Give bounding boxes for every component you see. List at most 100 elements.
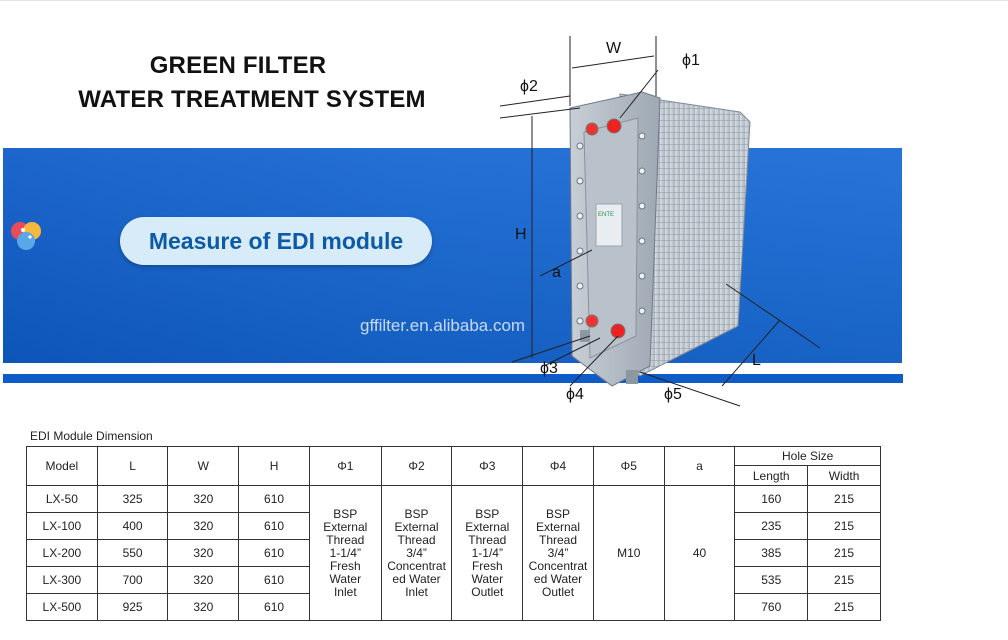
watermark: gffilter.en.alibaba.com [360,316,526,335]
top-border [0,0,1008,1]
label-phi1: ϕ1 [682,52,700,69]
company-logo-icon [11,222,41,250]
table-row: LX-100 400 320 610 235 215 [26,512,881,540]
table-row: LX-50 325 320 610 BSP External Thread 1-… [26,485,881,621]
cell-l: 700 [96,566,169,594]
table-row: LX-500 925 320 610 760 215 [26,593,881,621]
phi3-line: BSP [475,506,500,521]
phi2-line: External [394,519,439,534]
header-w: W [167,446,240,486]
phi2-line: ed Water [392,571,441,586]
phi3-line: Outlet [471,584,504,599]
phi1-line: Fresh [329,558,361,573]
label-a: a [552,264,561,281]
phi1-line: Thread [326,532,365,547]
phi3-line: Thread [468,532,507,547]
phi2-line: BSP [404,506,429,521]
dimension-table: Model L W H Φ1 Φ2 Φ3 Φ4 Φ5 a Hole Size L… [26,446,881,621]
phi2-line: Inlet [405,584,428,599]
label-phi4: ϕ4 [566,386,584,403]
phi4-line: BSP [546,506,571,521]
phi3-line: Water [471,571,504,586]
label-l: L [752,352,761,369]
phi4-line: ed Water [533,571,583,586]
header-hole-length: Length [734,465,809,486]
phi1-line: 1-1/4” [329,545,361,560]
label-h: H [515,226,527,243]
blue-stripe [3,374,903,383]
header-h: H [238,446,310,486]
cell-w: 320 [167,539,240,567]
table-caption: EDI Module Dimension [30,429,153,443]
phi4-line: Outlet [542,584,575,599]
cell-model: LX-200 [26,539,98,567]
cell-h: 610 [238,566,310,594]
label-phi2: ϕ2 [520,78,538,95]
page-title-line1: GREEN FILTER [149,52,327,79]
header-phi3: Φ3 [451,446,524,486]
cell-model: LX-500 [26,593,98,621]
cell-hole-length: 385 [734,539,809,567]
cell-l: 550 [96,539,169,567]
header-model: Model [26,446,98,486]
header-l: L [96,446,169,486]
phi1-line: Water [329,571,362,586]
cell-hole-width: 215 [807,566,881,594]
header-hole-width: Width [807,465,881,486]
phi2-line: Thread [397,532,436,547]
phi2-line: 3/4” [406,545,427,560]
phi1-line: Inlet [333,584,357,599]
cell-l: 925 [96,593,169,621]
cell-hole-width: 215 [807,512,881,540]
phi3-line: External [465,519,510,534]
cell-h: 610 [238,512,310,540]
phi1-line: External [323,519,368,534]
cell-h: 610 [238,485,310,513]
cell-model: LX-100 [26,512,98,540]
page-title-line2: WATER TREATMENT SYSTEM [78,86,426,113]
header-phi2: Φ2 [380,446,453,486]
cell-l: 400 [96,512,169,540]
cell-l: 325 [96,485,169,513]
phi2-line: Concentrat [387,558,446,573]
table-row: LX-200 550 320 610 385 215 [26,539,881,567]
phi4-line: Concentrat [528,558,588,573]
phi3-line: 1-1/4” [471,545,503,560]
cell-w: 320 [167,593,240,621]
cell-hole-length: 760 [734,593,809,621]
cell-w: 320 [167,485,240,513]
phi4-line: Thread [539,532,578,547]
cell-w: 320 [167,566,240,594]
cell-h: 610 [238,539,310,567]
label-w: W [606,40,622,57]
cell-model: LX-300 [26,566,98,594]
label-phi3: ϕ3 [540,360,558,377]
cell-w: 320 [167,512,240,540]
device-brand: ENTE [598,212,614,218]
cell-a: 40 [663,485,736,621]
measure-pill: Measure of EDI module [120,217,432,265]
phi1-line: BSP [333,506,358,521]
cell-phi5: M10 [592,485,665,621]
cell-hole-width: 215 [807,593,881,621]
cell-model: LX-50 [26,485,98,513]
cell-hole-width: 215 [807,485,881,513]
cell-hole-length: 160 [734,485,809,513]
cell-hole-width: 215 [807,539,881,567]
cell-hole-length: 535 [734,566,809,594]
phi3-line: Fresh [471,558,503,573]
header-phi5: Φ5 [592,446,665,486]
header-phi4: Φ4 [522,446,594,486]
phi4-line: External [536,519,581,534]
header-a: a [663,446,736,486]
phi4-line: 3/4” [547,545,569,560]
cell-hole-length: 235 [734,512,809,540]
edi-module-drawing: ENTE [500,36,821,407]
cell-phi1: BSP External Thread 1-1/4” Fresh Water I… [308,485,382,621]
pill-text: Measure of EDI module [148,228,404,254]
cell-phi4: BSP External Thread 3/4” Concentrat ed W… [522,485,594,621]
header-hole-size: Hole Size [734,446,881,466]
cell-phi3: BSP External Thread 1-1/4” Fresh Water O… [451,485,524,621]
header-phi1: Φ1 [308,446,382,486]
cell-h: 610 [238,593,310,621]
